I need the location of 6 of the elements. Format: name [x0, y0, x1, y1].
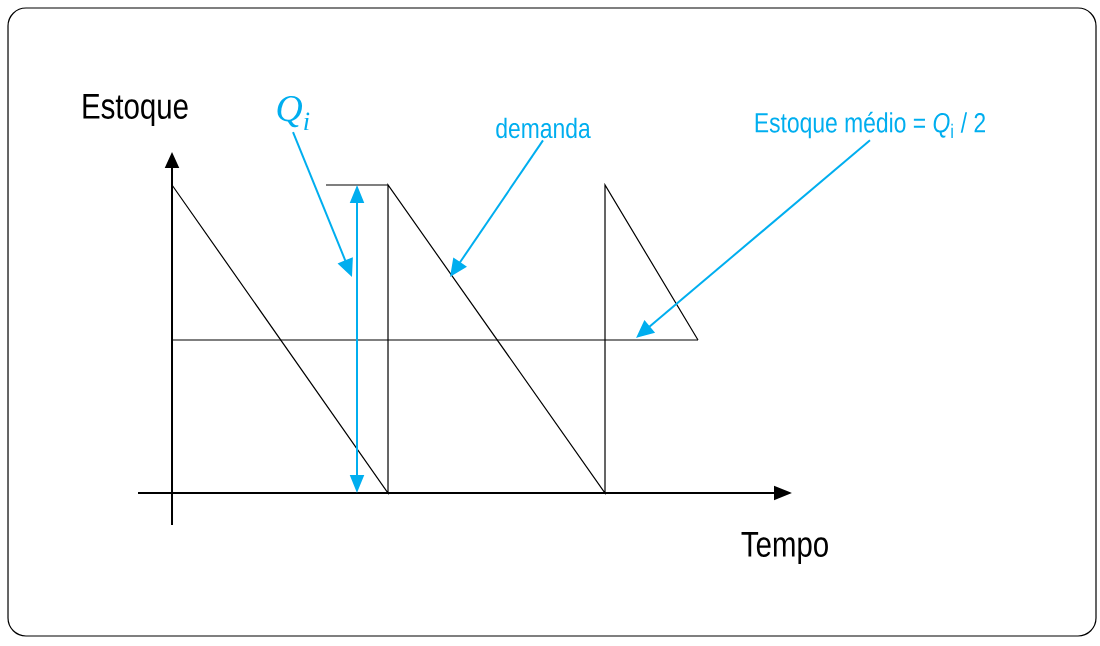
callout-text: Q$_{i}$	[277, 95, 310, 131]
axis-label: Tempo	[741, 531, 828, 565]
callout-text: demanda	[496, 117, 591, 139]
callout-text: Estoque médio = Q$_{i}$ / 2	[755, 111, 985, 139]
axis-label: Estoque	[83, 93, 188, 127]
leader-arrow	[636, 139, 871, 338]
